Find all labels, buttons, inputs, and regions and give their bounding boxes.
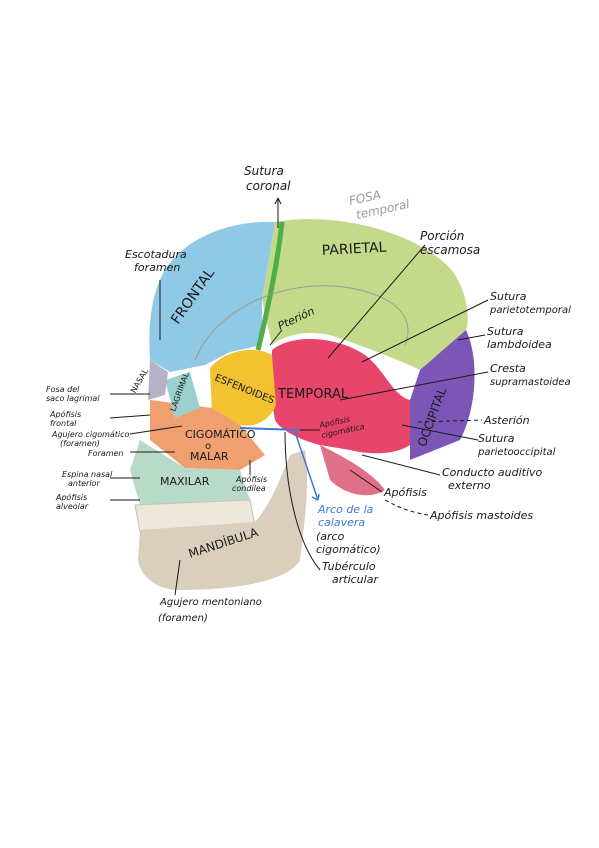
sutura-lambdoidea-1: Sutura	[487, 325, 524, 338]
leader-tuberculo	[284, 431, 321, 571]
zygomatic-label: CIGOMÁTICO	[185, 428, 256, 441]
tuberculo-1: Tubérculo	[322, 560, 376, 573]
leader-agujero-cigomatico	[129, 425, 183, 435]
apofisis-label: Apófisis	[383, 486, 427, 499]
agujero-cigomatico-2: (foramen)	[60, 439, 100, 448]
agujero-mentoniano-1: Agujero mentoniano	[159, 597, 262, 608]
apofisis-condilea-1: Apófisis	[235, 474, 267, 484]
occipital-bone	[410, 330, 475, 460]
leader-mentoniano	[174, 559, 181, 596]
coronal-suture	[255, 221, 285, 351]
arco-1: Arco de la	[317, 503, 374, 516]
leader-parietotemporal	[361, 299, 489, 363]
leader-mastoides	[384, 499, 429, 516]
tuberculo-2: articular	[332, 573, 379, 586]
nasal-bone	[148, 360, 168, 400]
sutura-parietooccipital-2: parietooccipital	[477, 447, 556, 458]
sutura-parietotemporal-1: Sutura	[490, 290, 527, 303]
sutura-coronal-2: coronal	[246, 179, 291, 193]
arrow-coronal	[274, 197, 282, 205]
leader-cresta	[339, 371, 489, 401]
leader-asterion	[417, 419, 483, 423]
leader-arco	[294, 431, 319, 501]
leader-apofisis-frontal	[109, 414, 151, 419]
temporal-label: TEMPORAL	[277, 387, 349, 402]
zygomatic-bone	[150, 400, 265, 470]
parietal-label: PARIETAL	[321, 240, 387, 259]
leader-conducto	[361, 454, 441, 476]
maxilla-label: MAXILAR	[160, 475, 210, 488]
zygomatic-arch	[239, 427, 301, 431]
malar-label: MALAR	[190, 450, 229, 463]
apofisis-frontal-2: frontal	[50, 419, 77, 428]
cresta-supramastoidea-2: supramastoidea	[490, 377, 571, 388]
apofisis-alveolar-1: Apófisis	[55, 492, 87, 502]
escotadura-2: foramen	[134, 261, 180, 274]
frontal-bone	[149, 221, 275, 372]
conducto-auditivo-1: Conducto auditivo	[442, 466, 543, 479]
espina-nasal-2: anterior	[68, 479, 100, 488]
leader-lambdoidea	[457, 334, 486, 341]
agujero-cigomatico-1: Agujero cigomático	[51, 430, 130, 439]
foramen-label: Foramen	[88, 449, 123, 458]
leader-pterion	[269, 329, 283, 346]
fosa-saco-1: Fosa del	[46, 385, 80, 394]
leader-parietooccipital	[401, 424, 479, 441]
apofisis-condilea-2: condílea	[232, 484, 266, 493]
maxilla-bone	[130, 440, 250, 512]
leader-apofisis	[349, 469, 383, 493]
sutura-parietooccipital-1: Sutura	[478, 432, 515, 445]
fosa-temporal-1: FOSA	[348, 188, 382, 208]
arco-4: cigomático)	[316, 543, 381, 556]
apofisis-mastoides-label: Apófisis mastoides	[429, 509, 533, 522]
leader-escamosa	[327, 244, 426, 359]
mandible-bone	[138, 450, 308, 590]
escotadura-1: Escotadura	[125, 248, 187, 261]
lacrimal-bone	[165, 372, 200, 418]
arrow-arco	[311, 493, 320, 501]
porcion-escamosa-2: escamosa	[420, 243, 480, 257]
sutura-coronal-1: Sutura	[244, 164, 284, 178]
sphenoid-bone	[210, 349, 276, 426]
cresta-supramastoidea-1: Cresta	[490, 362, 526, 375]
arco-3: (arco	[316, 530, 345, 543]
fosa-saco-2: saco lagrimal	[46, 394, 100, 403]
conducto-auditivo-2: externo	[448, 479, 491, 492]
espina-nasal-1: Espina nasal	[62, 470, 113, 479]
zygomatic-o-label: o	[205, 441, 211, 452]
temporal-line	[194, 285, 409, 361]
apofisis-frontal-1: Apófisis	[49, 409, 81, 419]
asterion-label: Asterión	[483, 414, 530, 427]
agujero-mentoniano-2: (foramen)	[158, 613, 208, 624]
porcion-escamosa-1: Porción	[420, 229, 464, 243]
nasal-label: NASAL	[129, 367, 150, 395]
temporal-bone	[270, 339, 410, 454]
parietal-bone	[262, 219, 468, 370]
sutura-parietotemporal-2: parietotemporal	[489, 305, 571, 316]
arco-2: calavera	[318, 516, 365, 529]
apofisis-alveolar-2: alveolar	[56, 502, 89, 511]
sutura-lambdoidea-2: lambdoidea	[487, 338, 552, 351]
